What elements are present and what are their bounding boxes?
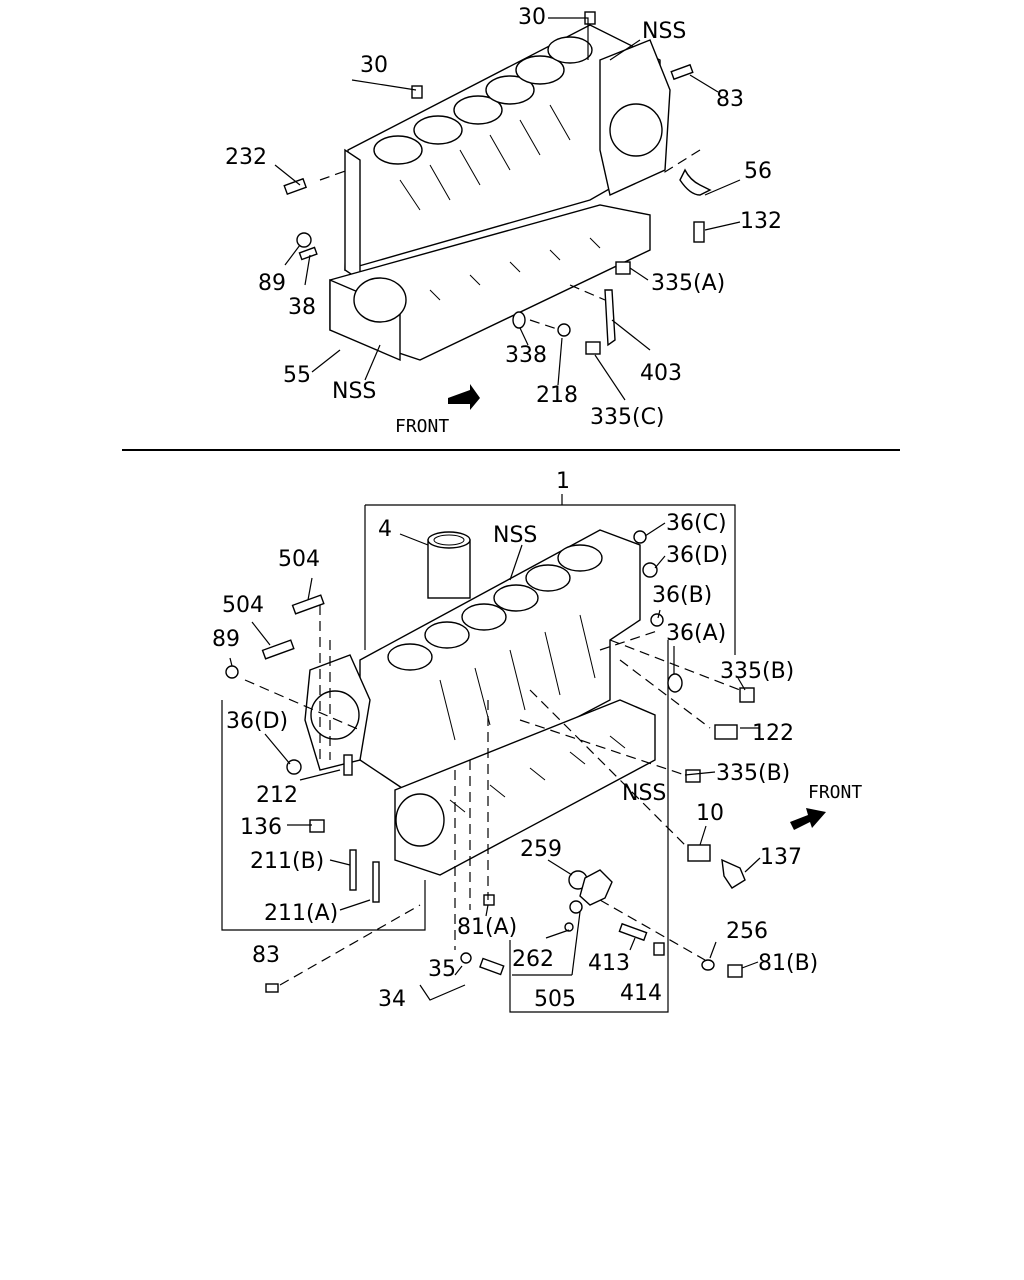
callout-504-upper: 504 xyxy=(278,547,320,572)
callout-36d: 36(D) xyxy=(666,543,728,568)
callout-413: 413 xyxy=(588,951,630,976)
callout-335a: 335(A) xyxy=(651,271,725,296)
callout-256: 256 xyxy=(726,919,768,944)
callout-403: 403 xyxy=(640,361,682,386)
upper-labels: 30 30 NSS 83 232 56 132 89 38 335(A) 338… xyxy=(225,5,782,437)
callout-338: 338 xyxy=(505,343,547,368)
callout-137: 137 xyxy=(760,845,802,870)
lower-labels: 1 4 NSS 36(C) 504 36(D) 504 36(B) 89 36(… xyxy=(212,469,862,1012)
front-label-lower: FRONT xyxy=(808,782,862,803)
callout-211a: 211(A) xyxy=(264,901,338,926)
lower-cylinder-block-drawing xyxy=(221,494,826,1013)
callout-89: 89 xyxy=(258,271,286,296)
callout-83: 83 xyxy=(716,87,744,112)
callout-335c: 335(C) xyxy=(590,405,665,430)
callout-232: 232 xyxy=(225,145,267,170)
callout-335b-lower: 335(B) xyxy=(716,761,790,786)
callout-nss: NSS xyxy=(642,19,686,44)
callout-30-upper: 30 xyxy=(518,5,546,30)
callout-4: 4 xyxy=(378,517,392,542)
callout-nss-block: NSS xyxy=(493,523,537,548)
callout-34: 34 xyxy=(378,987,406,1012)
callout-35: 35 xyxy=(428,957,456,982)
callout-55: 55 xyxy=(283,363,311,388)
callout-259: 259 xyxy=(520,837,562,862)
callout-10: 10 xyxy=(696,801,724,826)
callout-335b-upper: 335(B) xyxy=(720,659,794,684)
callout-414: 414 xyxy=(620,981,662,1006)
callout-262: 262 xyxy=(512,947,554,972)
callout-36c: 36(C) xyxy=(666,511,727,536)
callout-36a: 36(A) xyxy=(666,621,726,646)
callout-nss-crankcase: NSS xyxy=(622,781,666,806)
callout-211b: 211(B) xyxy=(250,849,324,874)
callout-nss-lower: NSS xyxy=(332,379,376,404)
callout-505: 505 xyxy=(534,987,576,1012)
callout-1: 1 xyxy=(556,469,570,494)
callout-81a: 81(A) xyxy=(457,915,517,940)
callout-83-lower: 83 xyxy=(252,943,280,968)
front-arrow-icon xyxy=(448,384,480,410)
front-arrow-icon-lower xyxy=(790,808,826,830)
callout-38: 38 xyxy=(288,295,316,320)
callout-56: 56 xyxy=(744,159,772,184)
callout-30-lower: 30 xyxy=(360,53,388,78)
callout-218: 218 xyxy=(536,383,578,408)
callout-136: 136 xyxy=(240,815,282,840)
callout-89-lower: 89 xyxy=(212,627,240,652)
callout-81b: 81(B) xyxy=(758,951,818,976)
upper-cylinder-block-drawing xyxy=(274,11,741,410)
callout-504-lower: 504 xyxy=(222,593,264,618)
front-label: FRONT xyxy=(395,416,449,437)
callout-36b: 36(B) xyxy=(652,583,712,608)
callout-36d-left: 36(D) xyxy=(226,709,288,734)
callout-212: 212 xyxy=(256,783,298,808)
callout-132: 132 xyxy=(740,209,782,234)
callout-122: 122 xyxy=(752,721,794,746)
